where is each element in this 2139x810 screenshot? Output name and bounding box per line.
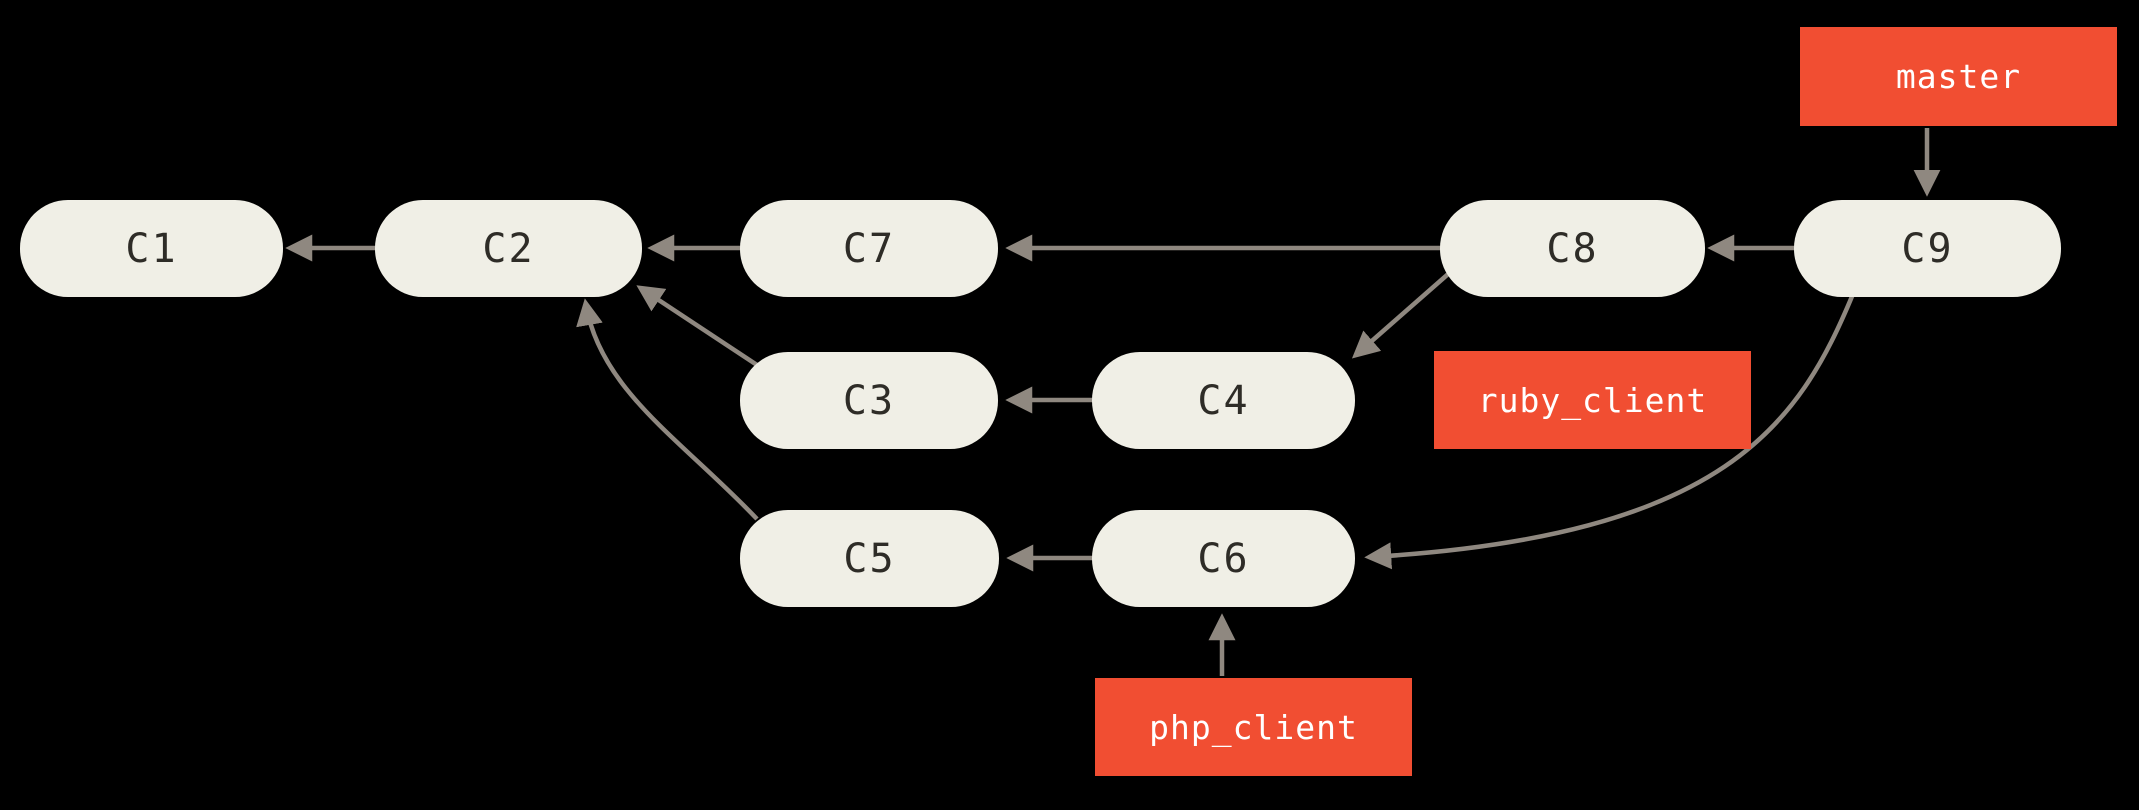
- branch-label-ruby-client: ruby_client: [1434, 351, 1751, 449]
- commit-node-c5: C5: [740, 510, 999, 607]
- edge-c3-to-c2-arrow: [636, 285, 759, 367]
- commit-node-c2: C2: [375, 200, 642, 297]
- branch-label-php-client: php_client: [1095, 678, 1412, 776]
- edge-c9-to-c6-arrow: [1364, 293, 1856, 570]
- commit-label-c6: C6: [1197, 535, 1250, 582]
- commit-label-c1: C1: [125, 225, 178, 272]
- branch-label-php-client-text: php_client: [1149, 707, 1358, 747]
- commit-node-c7: C7: [740, 200, 998, 297]
- commit-label-c7: C7: [842, 225, 896, 272]
- commit-label-c8: C8: [1546, 225, 1599, 272]
- commit-node-c4: C4: [1092, 352, 1355, 449]
- commit-label-c5: C5: [843, 535, 896, 582]
- branch-label-master: master: [1800, 27, 2117, 126]
- branch-label-master-text: master: [1895, 57, 2022, 96]
- commit-label-c9: C9: [1901, 225, 1954, 272]
- edge-c8-to-c4-arrow: [1351, 259, 1465, 359]
- commit-label-c4: C4: [1197, 377, 1250, 424]
- commit-label-c2: C2: [482, 225, 535, 272]
- branch-label-ruby-client-text: ruby_client: [1477, 380, 1708, 420]
- commit-node-c1: C1: [20, 200, 283, 297]
- commit-node-c9: C9: [1794, 200, 2061, 297]
- commit-node-c8: C8: [1440, 200, 1705, 297]
- commit-node-c3: C3: [740, 352, 998, 449]
- commit-node-c6: C6: [1092, 510, 1355, 607]
- commit-label-c3: C3: [842, 377, 896, 424]
- edge-c5-to-c2-arrow: [576, 298, 759, 521]
